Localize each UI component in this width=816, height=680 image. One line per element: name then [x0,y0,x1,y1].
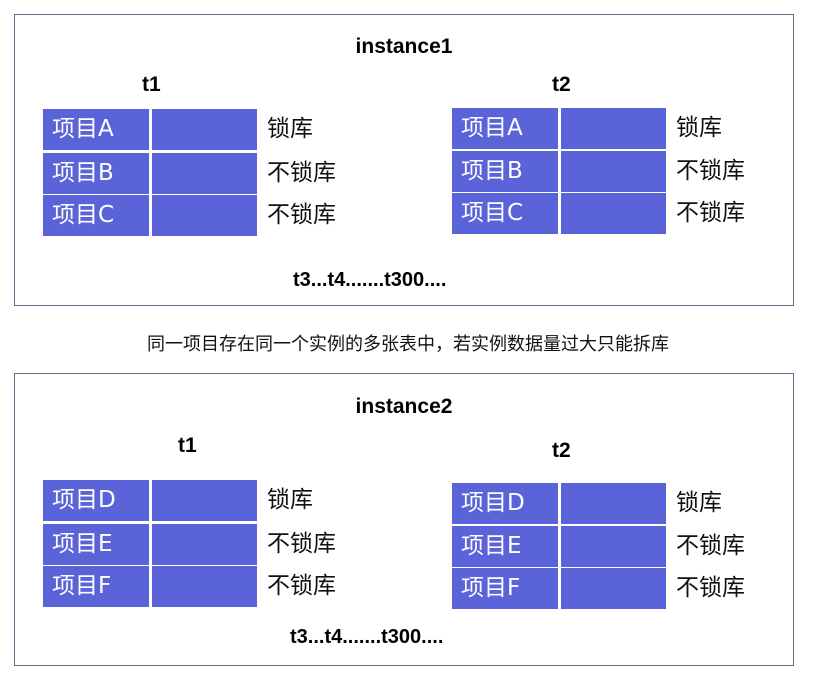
item-cell: 项目B [452,151,558,192]
value-cell [152,195,257,236]
table-label-t2: t2 [552,439,571,462]
item-cell: 项目C [43,195,149,236]
lock-status: 不锁库 [676,200,745,226]
item-cell: 项目A [452,108,558,149]
instance-title: instance1 [355,35,453,58]
instance1-box: instance1 t1 项目A 锁库 项目B 不锁库 项目C 不锁库 t2 项… [14,14,794,306]
table-row: 项目D 锁库 [43,480,313,521]
table-row: 项目A 锁库 [43,109,313,150]
lock-status: 锁库 [267,116,313,142]
table-row: 项目B 不锁库 [43,153,336,194]
table-row: 项目E 不锁库 [452,526,745,567]
instance-title: instance2 [355,395,453,418]
item-cell: 项目F [452,568,558,609]
item-cell: 项目D [43,480,149,521]
value-cell [561,568,666,609]
lock-status: 锁库 [267,487,313,513]
table-label-t1: t1 [178,434,197,457]
value-cell [561,108,666,149]
item-cell: 项目F [43,566,149,607]
table-row: 项目B 不锁库 [452,151,745,192]
caption-text: 同一项目存在同一个实例的多张表中，若实例数据量过大只能拆库 [147,334,669,355]
lock-status: 不锁库 [676,575,745,601]
lock-status: 不锁库 [267,531,336,557]
item-cell: 项目E [452,526,558,567]
table-label-t2: t2 [552,73,571,96]
value-cell [561,193,666,234]
more-tables-text: t3...t4.......t300.... [293,269,447,291]
value-cell [152,566,257,607]
value-cell [152,524,257,565]
lock-status: 不锁库 [267,160,336,186]
lock-status: 不锁库 [267,573,336,599]
table-label-t1: t1 [142,73,161,96]
table-row: 项目C 不锁库 [452,193,745,234]
table-row: 项目F 不锁库 [43,566,336,607]
item-cell: 项目D [452,483,558,524]
table-row: 项目C 不锁库 [43,195,336,236]
value-cell [152,153,257,194]
value-cell [152,109,257,150]
lock-status: 锁库 [676,490,722,516]
item-cell: 项目E [43,524,149,565]
value-cell [152,480,257,521]
lock-status: 不锁库 [267,202,336,228]
value-cell [561,483,666,524]
table-row: 项目D 锁库 [452,483,722,524]
lock-status: 锁库 [676,115,722,141]
item-cell: 项目C [452,193,558,234]
table-row: 项目A 锁库 [452,108,722,149]
item-cell: 项目B [43,153,149,194]
value-cell [561,526,666,567]
item-cell: 项目A [43,109,149,150]
lock-status: 不锁库 [676,533,745,559]
instance2-box: instance2 t1 项目D 锁库 项目E 不锁库 项目F 不锁库 t2 项… [14,373,794,666]
more-tables-text: t3...t4.......t300.... [290,626,444,648]
table-row: 项目F 不锁库 [452,568,745,609]
lock-status: 不锁库 [676,158,745,184]
table-row: 项目E 不锁库 [43,524,336,565]
value-cell [561,151,666,192]
